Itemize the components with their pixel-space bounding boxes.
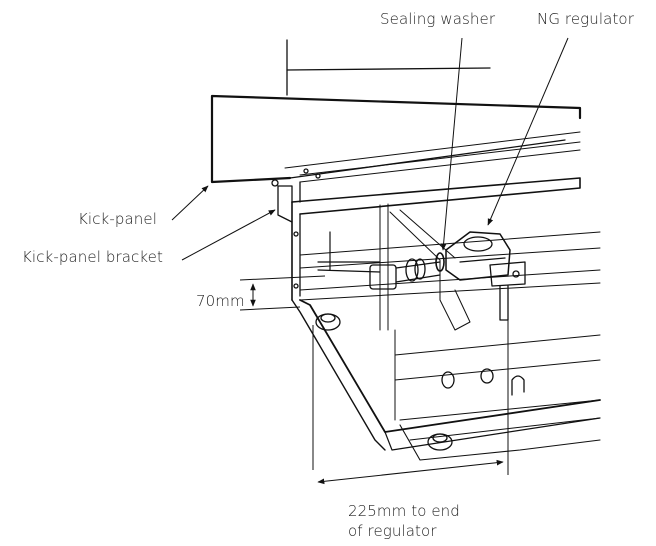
sealing-washer-shape	[435, 252, 445, 272]
label-kick-panel-bracket: Kick-panel bracket	[22, 248, 163, 266]
dimension-225mm	[317, 459, 504, 485]
leader-kick-panel	[171, 185, 209, 221]
bottom-rail	[399, 399, 601, 441]
top-rail	[284, 131, 581, 183]
panel-hole	[480, 368, 494, 384]
frame-front	[291, 177, 581, 215]
leader-kick-panel-bracket	[181, 209, 276, 261]
cabinet-top-line	[286, 67, 491, 71]
label-height-dimension: 70mm	[196, 292, 245, 310]
lower-chassis	[299, 299, 601, 433]
leader-ng-regulator	[487, 37, 569, 226]
pipe-fitting	[369, 264, 397, 290]
label-regulator-distance-line2: of regulator	[348, 522, 437, 540]
middle-rail	[299, 231, 601, 269]
label-kick-panel: Kick-panel	[78, 210, 157, 228]
regulator-body	[445, 231, 511, 281]
label-ng-regulator: NG regulator	[537, 10, 634, 28]
leader-sealing-washer	[440, 37, 463, 251]
label-regulator-distance-line1: 225mm to end	[348, 502, 460, 520]
panel-hole	[441, 371, 455, 389]
label-sealing-washer: Sealing washer	[380, 10, 496, 28]
